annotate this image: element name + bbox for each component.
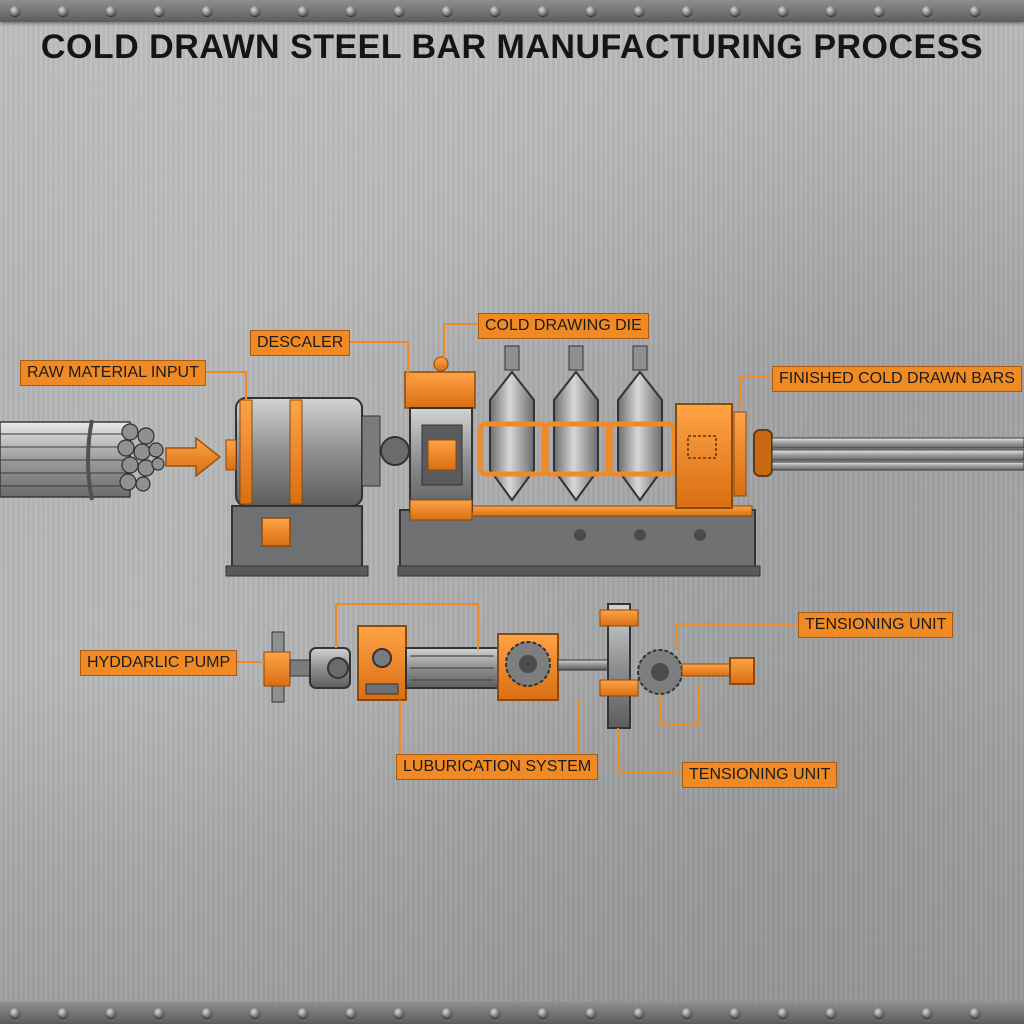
rivet [202, 1008, 212, 1018]
rivet [778, 6, 788, 16]
hydraulic-pump [263, 631, 351, 703]
rivet [154, 1008, 164, 1018]
rivet [826, 6, 836, 16]
rivet [442, 1008, 452, 1018]
finished-bars [771, 437, 1024, 471]
label-tensioning-unit-lower: TENSIONING UNIT [682, 762, 838, 788]
rivet [490, 1008, 500, 1018]
rivet [634, 1008, 644, 1018]
drawing-die-3 [605, 345, 677, 502]
rivet [538, 1008, 548, 1018]
rivet [154, 6, 164, 16]
label-cold-drawing-die: COLD DRAWING DIE [478, 313, 649, 339]
rivet [298, 6, 308, 16]
descaler-drum [225, 397, 410, 577]
rivet [106, 1008, 116, 1018]
rivet [682, 1008, 692, 1018]
rivet [922, 6, 932, 16]
rivet [874, 1008, 884, 1018]
rivet [778, 1008, 788, 1018]
rivet [538, 6, 548, 16]
rivet [634, 6, 644, 16]
rivet [586, 6, 596, 16]
rivet [922, 1008, 932, 1018]
label-descaler: DESCALER [250, 330, 351, 356]
lubrication-unit [357, 625, 611, 701]
label-hydraulic-pump: HYDDARLIC PUMP [80, 650, 238, 676]
drawing-die-1 [477, 345, 549, 502]
output-housing [675, 403, 773, 509]
rivet [298, 1008, 308, 1018]
rivet [394, 1008, 404, 1018]
machine-base [397, 505, 761, 577]
rivet [346, 6, 356, 16]
rivet [346, 1008, 356, 1018]
tensioning-unit [599, 603, 755, 729]
bottom-rail [0, 1002, 1024, 1024]
label-tensioning-unit-upper: TENSIONING UNIT [798, 612, 954, 638]
rivet [970, 6, 980, 16]
rivet [394, 6, 404, 16]
drive-block [404, 356, 476, 521]
rivet [730, 6, 740, 16]
rivet [10, 6, 20, 16]
page-title: COLD DRAWN STEEL BAR MANUFACTURING PROCE… [40, 28, 984, 66]
rivet [106, 6, 116, 16]
rivet [490, 6, 500, 16]
rivet [58, 6, 68, 16]
feed-arrow-icon [165, 436, 222, 478]
rivet [250, 6, 260, 16]
label-lubrication-system: LUBURICATION SYSTEM [396, 754, 599, 780]
leader-lines [196, 323, 800, 773]
rivet [10, 1008, 20, 1018]
label-finished-cold-drawn-bars: FINISHED COLD DRAWN BARS [772, 366, 1022, 392]
rivet [442, 6, 452, 16]
rivet [874, 6, 884, 16]
rivet [730, 1008, 740, 1018]
rivet [682, 6, 692, 16]
rivet [58, 1008, 68, 1018]
rivet [202, 6, 212, 16]
rivet [586, 1008, 596, 1018]
top-rail [0, 0, 1024, 22]
label-raw-material-input: RAW MATERIAL INPUT [20, 360, 206, 386]
rivet [826, 1008, 836, 1018]
rivet [970, 1008, 980, 1018]
raw-material-bundle [0, 419, 165, 501]
drawing-die-2 [541, 345, 613, 502]
rivet [250, 1008, 260, 1018]
